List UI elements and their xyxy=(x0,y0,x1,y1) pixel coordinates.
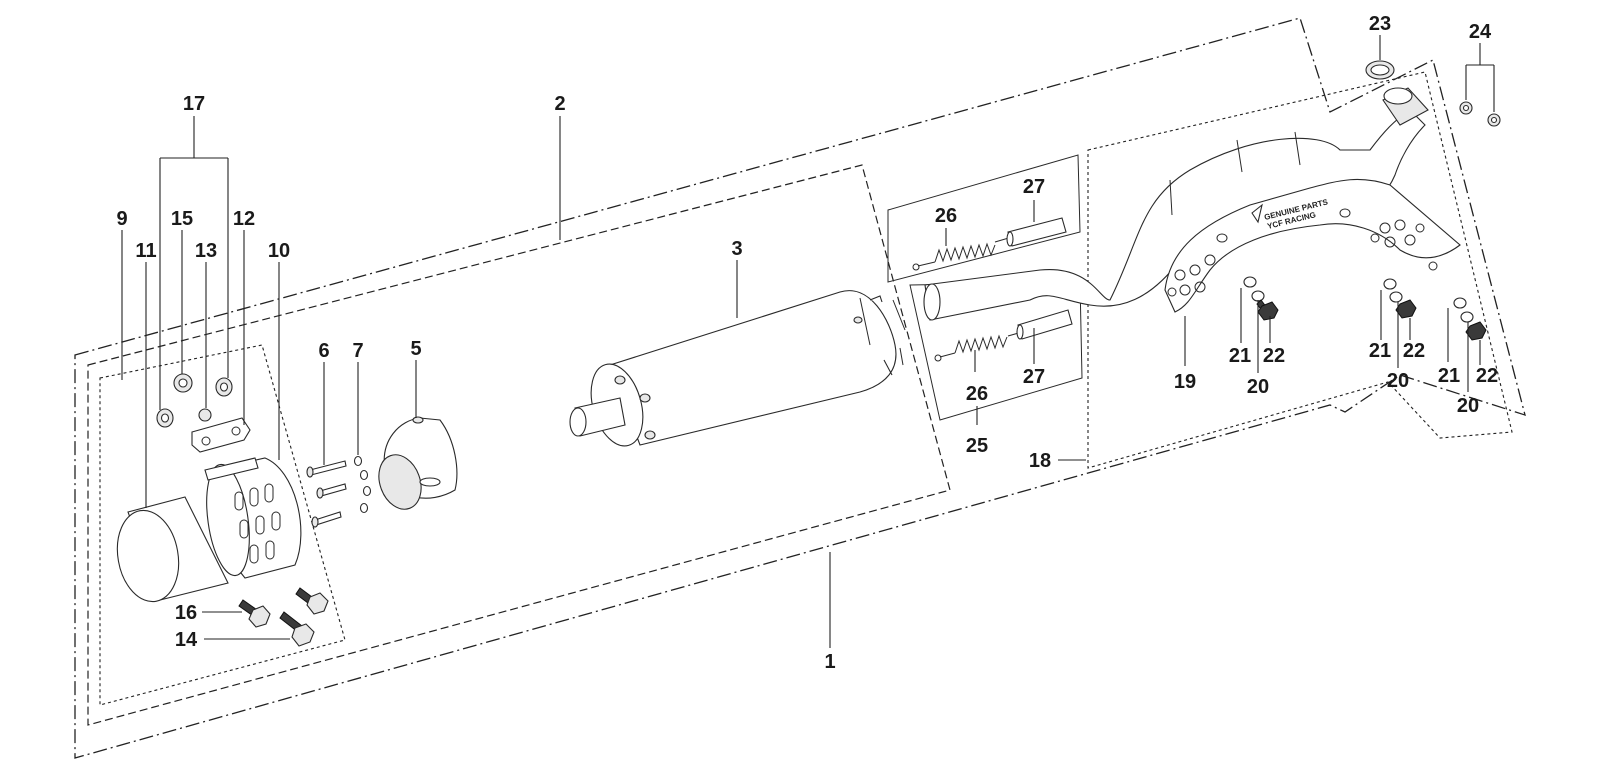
callout-20-b: 20 xyxy=(1387,370,1409,392)
spring-kit-upper-outline xyxy=(887,154,1081,283)
callout-10: 10 xyxy=(268,240,290,262)
callout-23: 23 xyxy=(1369,13,1391,35)
muffler-body-3 xyxy=(569,290,906,447)
callout-26-b: 26 xyxy=(966,383,988,405)
bolts-14-16 xyxy=(238,587,329,647)
callout-15: 15 xyxy=(171,208,193,230)
callout-27-a: 27 xyxy=(1023,176,1045,198)
callout-21-b: 21 xyxy=(1369,340,1391,362)
callout-20-a: 20 xyxy=(1247,376,1269,398)
assembly-1-outline xyxy=(74,17,1526,759)
end-cap-5 xyxy=(378,416,458,510)
callout-1: 1 xyxy=(824,651,835,673)
callout-25: 25 xyxy=(966,435,988,457)
muffler-sleeve-11 xyxy=(116,496,229,603)
callout-9: 9 xyxy=(116,208,127,230)
assembly-18-outline xyxy=(1087,71,1513,469)
callout-21-c: 21 xyxy=(1438,365,1460,387)
springs-and-sleeves xyxy=(912,217,1073,362)
callout-21-a: 21 xyxy=(1229,345,1251,367)
washers-7 xyxy=(353,455,372,514)
callout-6: 6 xyxy=(318,340,329,362)
callout-24: 24 xyxy=(1469,21,1492,43)
assembly-2-outline xyxy=(87,164,951,726)
grommets xyxy=(156,373,233,428)
callout-14: 14 xyxy=(175,629,198,651)
heat-shield-hardware xyxy=(1243,276,1487,341)
callout-22-a: 22 xyxy=(1263,345,1285,367)
callout-11: 11 xyxy=(135,240,156,262)
assembly-9-outline xyxy=(99,344,346,706)
guard-10 xyxy=(204,457,302,579)
callout-19: 19 xyxy=(1174,371,1196,393)
gasket-23 xyxy=(1365,60,1395,80)
callout-18: 18 xyxy=(1029,450,1051,472)
callout-13: 13 xyxy=(195,240,217,262)
nuts-24 xyxy=(1459,101,1501,127)
heat-shield-19: GENUINE PARTS YCF RACING xyxy=(1164,178,1461,313)
callout-2: 2 xyxy=(554,93,565,115)
header-pipe xyxy=(923,87,1429,321)
callout-3: 3 xyxy=(731,238,742,260)
bracket-12 xyxy=(191,417,251,453)
callout-26-a: 26 xyxy=(935,205,957,227)
group-outlines xyxy=(74,17,1526,759)
callout-22-c: 22 xyxy=(1476,365,1498,387)
screws-6 xyxy=(306,460,347,528)
callout-7: 7 xyxy=(352,340,363,362)
callout-5: 5 xyxy=(410,338,421,360)
leader-lines xyxy=(121,35,1495,648)
callout-22-b: 22 xyxy=(1403,340,1425,362)
callout-27-b: 27 xyxy=(1023,366,1045,388)
callout-20-c: 20 xyxy=(1457,395,1479,417)
callout-12: 12 xyxy=(233,208,255,230)
callout-labels: 1 2 3 5 6 7 9 10 11 12 13 14 15 16 17 18… xyxy=(116,13,1498,673)
callout-17: 17 xyxy=(183,93,205,115)
callout-16: 16 xyxy=(175,602,197,624)
